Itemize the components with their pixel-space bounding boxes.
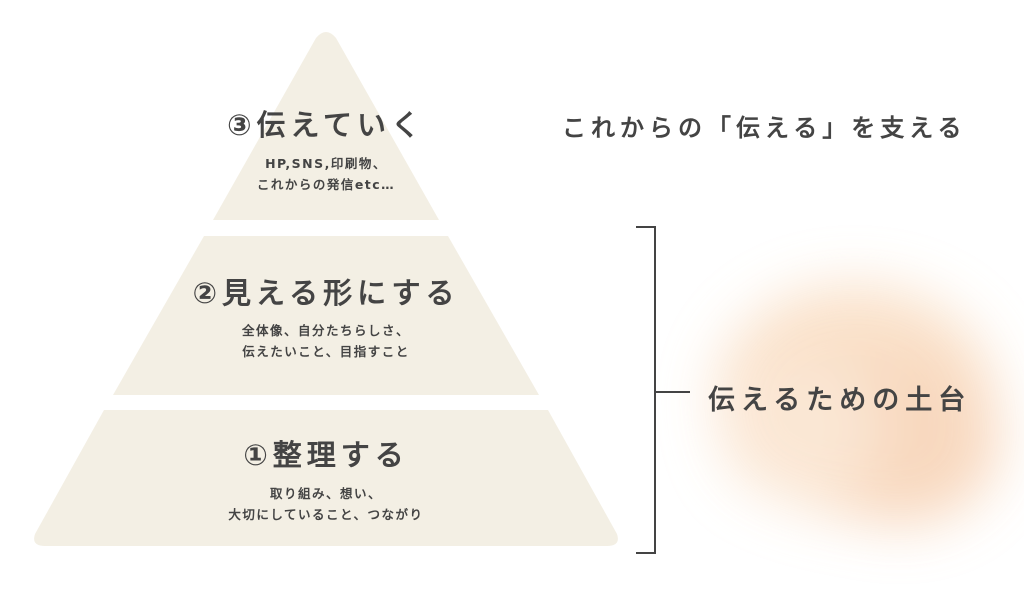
- tier-2-desc-line-1: 全体像、自分たちらしさ、: [241, 323, 410, 338]
- tier-3-description: HP,SNS,印刷物、 これからの発信etc…: [196, 153, 456, 195]
- tier-1-description: 取り組み、想い、 大切にしていること、つながり: [156, 483, 496, 525]
- tier-1-desc-line-1: 取り組み、想い、: [269, 486, 382, 501]
- tier-1-desc-line-2: 大切にしていること、つながり: [228, 507, 424, 522]
- pyramid-tier-middle: [113, 236, 539, 395]
- tier-1-title: ①整理する: [243, 438, 409, 472]
- foundation-bracket: [636, 226, 656, 554]
- watercolor-blob: [715, 285, 1000, 525]
- pyramid-tier-bottom: [34, 410, 618, 546]
- top-caption: これからの「伝える」を支える: [562, 114, 967, 142]
- tier-2-title: ②見える形にする: [192, 276, 460, 310]
- foundation-label: 伝えるための土台: [708, 385, 972, 416]
- tier-3-desc-line-2: これからの発信etc…: [256, 177, 396, 192]
- tier-3-desc-line-1: HP,SNS,印刷物、: [265, 156, 387, 171]
- tier-2-description: 全体像、自分たちらしさ、 伝えたいこと、目指すこと: [176, 320, 476, 362]
- pyramid-tier-top: [213, 32, 439, 220]
- tier-3-title: ③伝えていく: [226, 108, 426, 142]
- tier-2-desc-line-2: 伝えたいこと、目指すこと: [242, 344, 410, 359]
